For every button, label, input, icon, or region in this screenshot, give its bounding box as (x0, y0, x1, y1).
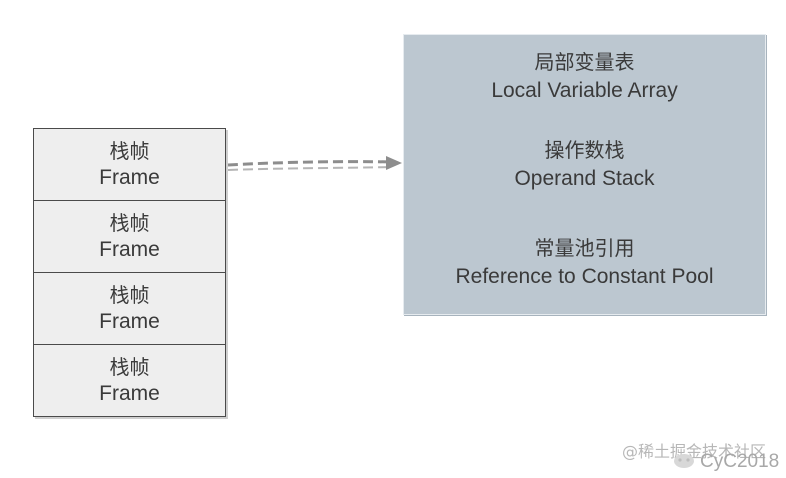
watermark-bug-icon (674, 454, 694, 468)
stack-frame: 栈帧 Frame (33, 128, 226, 201)
frame-detail-panel: 局部变量表 Local Variable Array 操作数栈 Operand … (403, 34, 766, 315)
arrow-head-icon (386, 156, 402, 170)
frame-label-en: Frame (99, 165, 160, 189)
section-constant-pool-reference: 常量池引用 Reference to Constant Pool (404, 235, 765, 291)
section-label-en: Reference to Constant Pool (455, 265, 714, 288)
section-local-variable-array: 局部变量表 Local Variable Array (404, 49, 765, 105)
stack-frame: 栈帧 Frame (33, 272, 226, 345)
arrow-line-shadow (227, 166, 393, 171)
section-label-en: Operand Stack (514, 167, 655, 190)
section-label-zh: 常量池引用 (534, 236, 635, 260)
stack-frames: 栈帧 Frame 栈帧 Frame 栈帧 Frame 栈帧 Frame (33, 128, 226, 417)
frame-label-zh: 栈帧 (109, 282, 150, 307)
stack-frame: 栈帧 Frame (33, 344, 226, 417)
stack-frame: 栈帧 Frame (33, 200, 226, 273)
frame-label-en: Frame (99, 309, 160, 333)
watermark-site: @稀土掘金技术社区 (622, 442, 767, 461)
frame-label-zh: 栈帧 (109, 210, 150, 235)
section-label-en: Local Variable Array (491, 79, 678, 102)
section-label-zh: 局部变量表 (534, 50, 635, 74)
frame-label-zh: 栈帧 (109, 138, 150, 163)
frame-label-en: Frame (99, 237, 160, 261)
dashed-arrow (227, 156, 402, 171)
arrow-line (227, 160, 393, 167)
frame-label-zh: 栈帧 (109, 354, 150, 379)
section-operand-stack: 操作数栈 Operand Stack (404, 137, 765, 193)
section-label-zh: 操作数栈 (544, 138, 625, 162)
frame-label-en: Frame (99, 381, 160, 405)
watermark-user: CyC2018 (700, 451, 780, 472)
